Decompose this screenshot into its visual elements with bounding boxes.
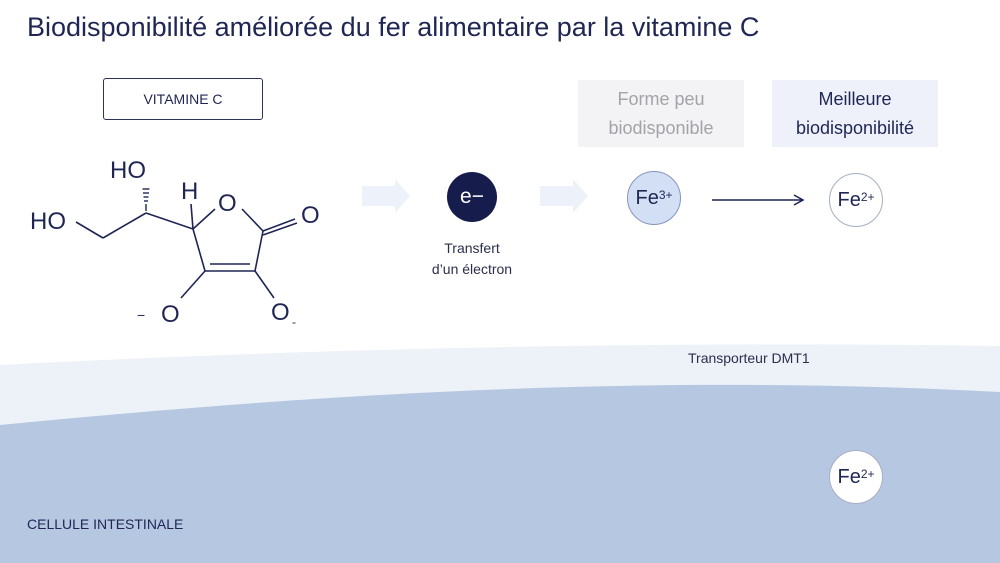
fe2-cell-charge: 2+ <box>860 467 875 481</box>
fe2-cell-symbol: Fe <box>837 465 861 488</box>
fe2-symbol: Fe <box>837 188 861 211</box>
electron-transfer-caption: Transfert d’un électron <box>410 238 534 280</box>
vitamin-c-text: VITAMINE C <box>143 91 223 107</box>
transfer-line-2: d’un électron <box>431 261 513 277</box>
bond <box>262 218 296 232</box>
poor-line-2: biodisponible <box>608 117 714 138</box>
atom-o-minus-left: O <box>161 301 180 328</box>
charge-minus-left: − <box>137 307 145 323</box>
bond <box>145 212 194 230</box>
poor-line-1: Forme peu <box>617 88 705 109</box>
bond <box>262 222 298 236</box>
atom-o-ring: O <box>218 190 237 217</box>
atom-ho-left: HO <box>30 208 66 235</box>
vitamin-c-label: VITAMINE C <box>103 78 263 120</box>
bond <box>180 270 206 299</box>
electron-circle: e− <box>447 172 497 222</box>
atom-h: H <box>181 178 198 205</box>
bond <box>241 208 264 232</box>
bond <box>75 221 104 239</box>
bond <box>254 230 264 272</box>
charge-minus-right: - <box>292 315 296 329</box>
atom-o-carbonyl: O <box>301 202 320 229</box>
transporter-label: Transporteur DMT1 <box>688 350 810 366</box>
chevron-right-arrow-icon <box>540 179 588 213</box>
cell-label: CELLULE INTESTINALE <box>27 516 184 532</box>
fe3-symbol: Fe <box>635 186 659 209</box>
better-line-1: Meilleure <box>818 88 892 109</box>
atom-o-minus-right: O <box>271 299 290 326</box>
long-right-arrow-icon <box>712 194 805 206</box>
bond <box>192 228 206 272</box>
bond <box>254 270 275 299</box>
bond <box>192 208 216 230</box>
bond <box>102 212 147 239</box>
better-bioavailability-box: Meilleure biodisponibilité <box>772 80 938 147</box>
poor-bioavailability-box: Forme peu biodisponible <box>578 80 744 147</box>
page-title: Biodisponibilité améliorée du fer alimen… <box>27 12 760 42</box>
fe3-charge: 3+ <box>658 188 673 202</box>
better-line-2: biodisponibilité <box>795 117 915 138</box>
ascorbate-molecule: HO H HO O O O O − - <box>30 157 320 329</box>
cell-area <box>0 384 1000 563</box>
fe2-charge: 2+ <box>860 190 875 204</box>
bond <box>190 203 194 230</box>
atom-ho-top: HO <box>110 157 146 184</box>
transfer-line-1: Transfert <box>444 240 500 256</box>
electron-symbol: e− <box>460 185 484 208</box>
chevron-right-arrow-icon <box>362 179 410 213</box>
